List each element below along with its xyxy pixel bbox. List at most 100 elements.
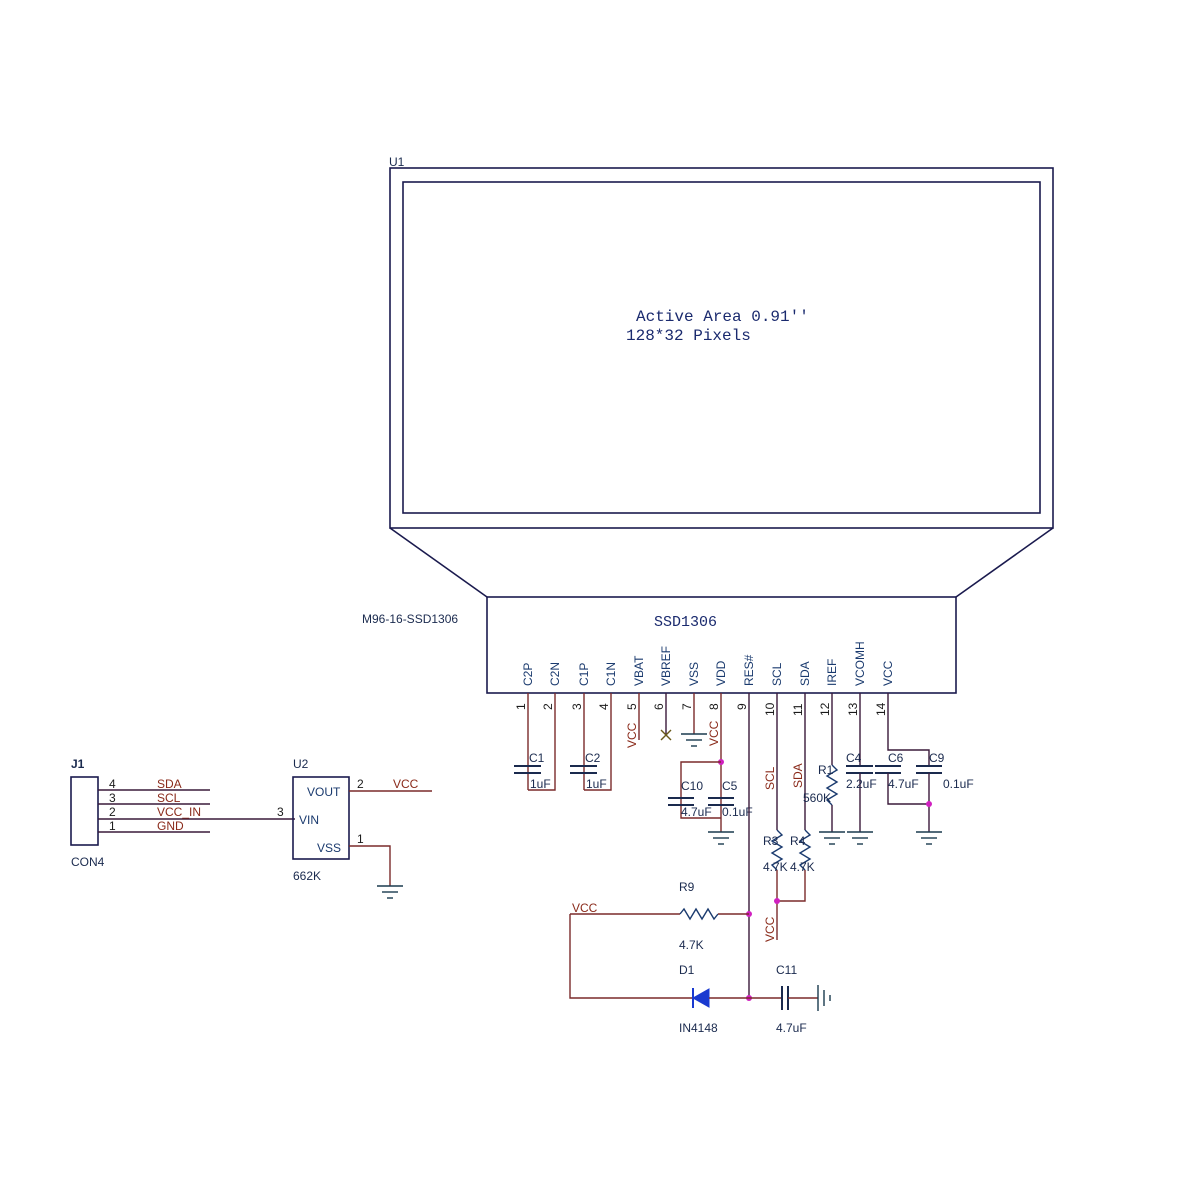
- j1-body: [70, 776, 99, 846]
- c11-ref: C11: [776, 963, 797, 977]
- u2-regulator: U2 662K VOUT VIN VSS 2 VCC 3 1: [277, 757, 432, 899]
- c1-ref: C1: [529, 751, 545, 765]
- u1-pins: C2P1C2N2C1P3C1N4VBAT5VBREF6VSS7VDD8RES#9…: [514, 641, 895, 716]
- active-area-pixels-label: 128*32 Pixels: [626, 327, 751, 345]
- u1-pin-name: VCOMH: [853, 641, 867, 686]
- c2-capacitor: C2 1uF: [570, 693, 612, 791]
- c4-ref: C4: [846, 751, 862, 765]
- u1-pin-name: C1N: [604, 662, 618, 686]
- c2-value: 1uF: [586, 777, 607, 791]
- c10-capacitor: C10 4.7uF: [668, 761, 721, 819]
- u1-pin-name: C1P: [577, 663, 591, 686]
- u2-pin-num: 1: [357, 832, 364, 846]
- pullup-vcc-label: VCC: [763, 916, 777, 942]
- c9-capacitor: C9 0.1uF: [916, 751, 974, 832]
- c10-ref: C10: [681, 779, 703, 793]
- u2-out-net-label: VCC: [393, 777, 419, 791]
- controller-label: SSD1306: [654, 614, 717, 631]
- ground-icon: [819, 831, 845, 845]
- pin11-net-label: SDA: [791, 763, 805, 788]
- no-connect-icon: [660, 729, 672, 741]
- r3-value: 4.7K: [763, 860, 788, 874]
- u1-pin-name: IREF: [825, 659, 839, 686]
- pin5-net-label: VCC: [625, 722, 639, 748]
- c1-capacitor: C1 1uF: [514, 693, 556, 791]
- u1-part-label: M96-16-SSD1306: [362, 612, 458, 626]
- u1-pin-name: VCC: [881, 660, 895, 686]
- u1-pin-number: 11: [791, 703, 805, 716]
- j1-pin-num: 3: [109, 791, 116, 805]
- ground-icon: [681, 733, 707, 747]
- c9-ref: C9: [929, 751, 945, 765]
- u1-pin-number: 14: [874, 702, 888, 716]
- u1-pin-name: C2P: [521, 663, 535, 686]
- r1-value: 560K: [803, 791, 831, 805]
- diode-icon: [691, 988, 710, 1008]
- r9-value: 4.7K: [679, 938, 704, 952]
- pin10-net-label: SCL: [763, 766, 777, 790]
- pin8-net-label: VCC: [707, 720, 721, 746]
- u1-pin-name: VSS: [687, 662, 701, 686]
- j1-net-label: SCL: [157, 791, 181, 805]
- c5-ref: C5: [722, 779, 738, 793]
- d1-ref: D1: [679, 963, 695, 977]
- u1-pin-number: 6: [652, 703, 666, 710]
- flex-left-edge: [389, 527, 488, 598]
- u1-pin-number: 7: [680, 703, 694, 710]
- reset-vcc-label: VCC: [572, 901, 598, 915]
- c11-value: 4.7uF: [776, 1021, 807, 1035]
- c4-value: 2.2uF: [846, 777, 877, 791]
- u1-pin-name: VBAT: [632, 655, 646, 686]
- r4-resistor: R4 4.7K: [777, 829, 815, 902]
- u2-pin-name: VOUT: [307, 785, 341, 799]
- c2-ref: C2: [585, 751, 601, 765]
- junction-dot: [774, 898, 780, 904]
- u1-pin-number: 4: [597, 703, 611, 710]
- u1-pin-number: 10: [763, 702, 777, 716]
- u1-active-area: [402, 181, 1041, 514]
- u1-oled-module: U1 Active Area 0.91'' 128*32 Pixels M96-…: [362, 155, 1054, 694]
- c11-capacitor: C11 4.7uF: [749, 963, 818, 1035]
- c5-capacitor: C5 0.1uF: [708, 779, 753, 819]
- u1-outer-frame: [389, 167, 1054, 529]
- u1-pin-number: 13: [846, 702, 860, 716]
- c5-value: 0.1uF: [722, 805, 753, 819]
- ground-icon: [708, 831, 734, 845]
- u1-pin-name: C2N: [548, 662, 562, 686]
- u1-pin-name: SDA: [798, 661, 812, 686]
- u1-pin-name: VBREF: [659, 646, 673, 686]
- flex-right-edge: [955, 527, 1054, 598]
- active-area-size-label: Active Area 0.91'': [636, 308, 809, 326]
- j1-connector: J1 CON4 4 3 2 1 SDA SCL VCC_IN GND: [70, 757, 295, 869]
- u1-pin-number: 5: [625, 703, 639, 710]
- u2-body: [292, 776, 350, 860]
- j1-part: CON4: [71, 855, 105, 869]
- r4-value: 4.7K: [790, 860, 815, 874]
- u1-ref-label: U1: [389, 155, 405, 169]
- u2-pin-name: VSS: [317, 841, 341, 855]
- r4-ref: R4: [790, 834, 806, 848]
- reset-loop-wire: [569, 914, 693, 999]
- r9-ref: R9: [679, 880, 695, 894]
- u2-pin-num: 2: [357, 777, 364, 791]
- j1-net-label: GND: [157, 819, 184, 833]
- u1-pin-number: 2: [541, 703, 555, 710]
- j1-pin-num: 1: [109, 819, 116, 833]
- u1-pin-name: RES#: [742, 654, 756, 686]
- u1-pin-name: SCL: [770, 662, 784, 686]
- j1-pin-num: 2: [109, 805, 116, 819]
- c6-value: 4.7uF: [888, 777, 919, 791]
- j1-net-label: SDA: [157, 777, 182, 791]
- ground-icon: [916, 831, 942, 845]
- u1-pin-number: 12: [818, 702, 832, 716]
- c6-capacitor: C6 4.7uF: [875, 693, 930, 805]
- c4-capacitor: C4 2.2uF: [846, 693, 877, 832]
- r9-resistor: R9 4.7K: [570, 880, 749, 952]
- j1-pin-num: 4: [109, 777, 116, 791]
- ground-icon: [377, 885, 403, 899]
- ground-icon: [847, 831, 873, 845]
- c10-value: 4.7uF: [681, 805, 712, 819]
- c9-value: 0.1uF: [943, 777, 974, 791]
- d1-diode: D1 IN4148: [679, 963, 749, 1035]
